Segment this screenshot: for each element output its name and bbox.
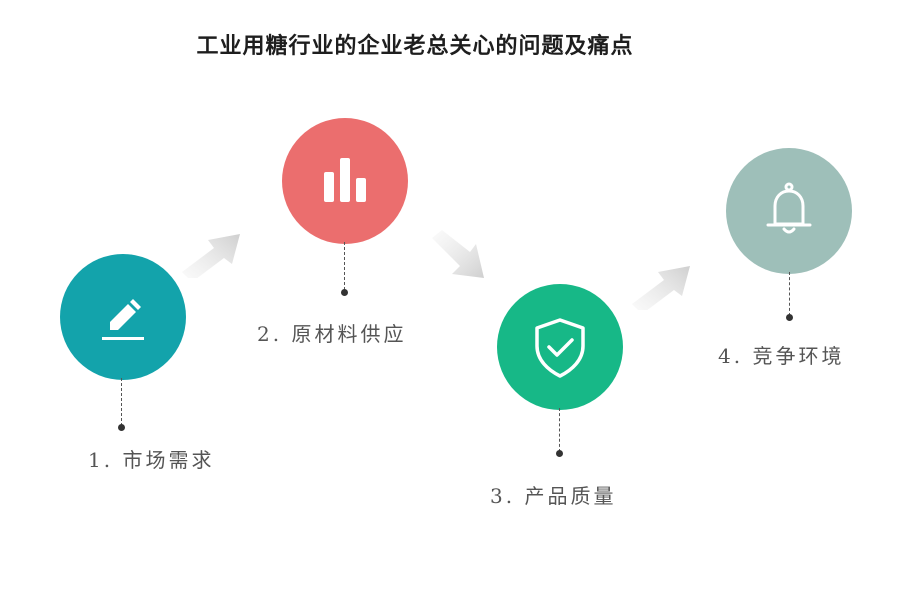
pencil-icon	[102, 299, 144, 340]
shield-check-icon	[535, 318, 585, 378]
step-2-dot	[341, 289, 348, 296]
bell-icon	[766, 182, 812, 234]
bar-chart-icon	[324, 158, 366, 202]
step-4-dot	[786, 314, 793, 321]
arrow-1-to-2-icon	[182, 234, 240, 278]
step-3-label: 3. 产品质量	[490, 484, 617, 508]
step-2-label: 2. 原材料供应	[257, 322, 407, 346]
step-1-label: 1. 市场需求	[88, 448, 215, 472]
step-4-leader	[789, 272, 790, 316]
step-2-circle	[282, 118, 408, 244]
step-4-circle	[726, 148, 852, 274]
step-1-dot	[118, 424, 125, 431]
arrow-3-to-4-icon	[632, 266, 690, 310]
step-4-label: 4. 竞争环境	[718, 344, 845, 368]
page-title: 工业用糖行业的企业老总关心的问题及痛点	[196, 33, 634, 59]
step-3-dot	[556, 450, 563, 457]
step-2-leader	[344, 242, 345, 290]
step-1-leader	[121, 378, 122, 426]
step-3-leader	[559, 408, 560, 452]
step-3-circle	[497, 284, 623, 410]
arrow-2-to-3-icon	[432, 230, 484, 278]
step-1-circle	[60, 254, 186, 380]
